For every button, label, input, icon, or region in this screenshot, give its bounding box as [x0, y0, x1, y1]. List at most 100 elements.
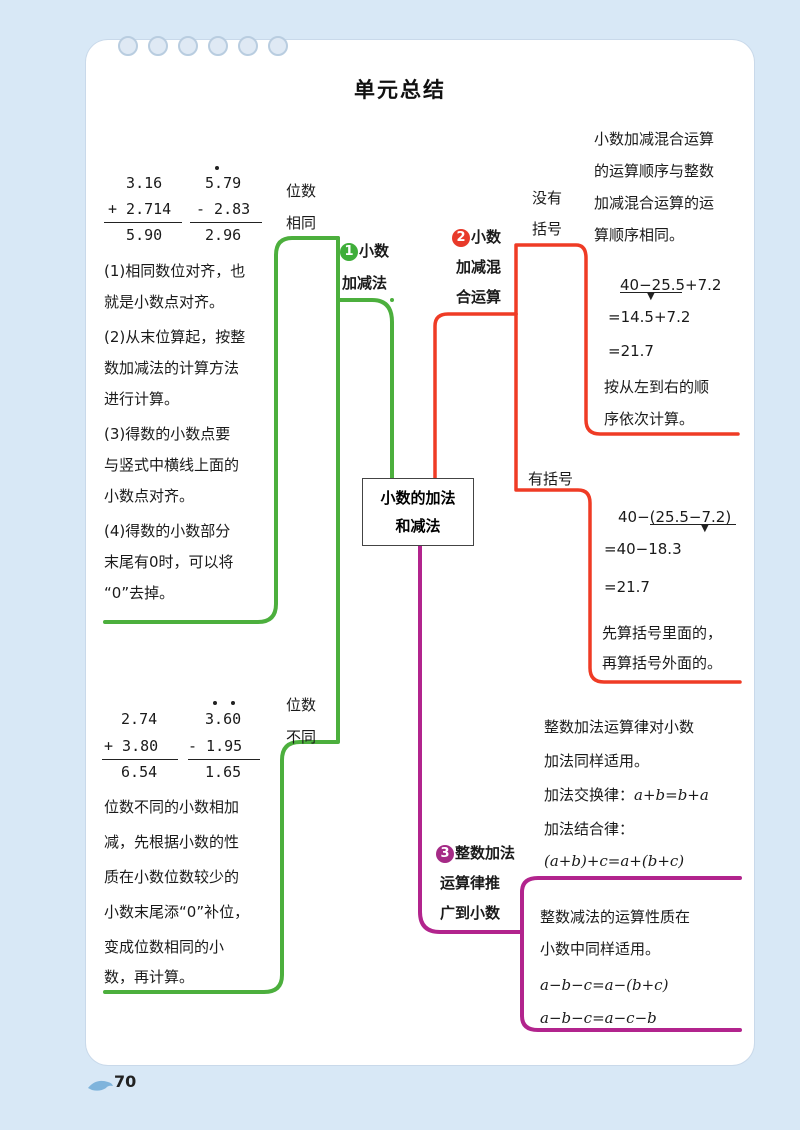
note-line: 进行计算。 — [104, 390, 180, 408]
property-formula: a−b−c=a−c−b — [540, 1009, 657, 1027]
step-line: =14.5+7.2 — [608, 308, 691, 326]
down-arrow-icon: ▼ — [647, 291, 655, 302]
paren-label: 有括号 — [528, 470, 574, 488]
central-topic: 小数的加法 和减法 — [362, 478, 474, 546]
diff-digits-label-line1: 位数 — [286, 696, 317, 714]
binder-ring-icon — [178, 36, 198, 56]
step-line: 40−(25.5−7.2) — [618, 508, 732, 526]
note-line: 末尾有0时，可以将 — [104, 553, 234, 571]
note-line: 质在小数位数较少的 — [104, 868, 240, 886]
branch2-label-line3: 合运算 — [456, 288, 502, 306]
calc-row: 6.54 — [112, 763, 158, 781]
dolphin-icon — [88, 1080, 113, 1091]
borrow-dot — [231, 701, 235, 705]
note-line: (4)得数的小数部分 — [104, 522, 231, 540]
branch3-label-line1: 整数加法 — [455, 844, 516, 862]
note-line: 就是小数点对齐。 — [104, 293, 225, 311]
down-arrow-icon: ▼ — [701, 523, 709, 534]
step-line: =21.7 — [608, 342, 654, 360]
page-title: 单元总结 — [354, 78, 446, 102]
note-line: 位数不同的小数相加 — [104, 798, 240, 816]
calc-row: 3.16 — [108, 174, 163, 192]
calc-row: - 2.83 — [196, 200, 251, 218]
same-digits-label-line2: 相同 — [286, 214, 317, 232]
calc-row: 2.96 — [196, 226, 242, 244]
note-line: (2)从末位算起，按整 — [104, 328, 246, 346]
note-line: (3)得数的小数点要 — [104, 425, 231, 443]
desc-line: 加减混合运算的运 — [594, 194, 715, 212]
central-topic-line2: 和减法 — [395, 517, 441, 535]
underline — [620, 292, 682, 293]
branch2-label-line2: 加减混 — [456, 258, 502, 276]
page-number: 70 — [114, 1072, 137, 1091]
tail-line: 先算括号里面的， — [602, 624, 723, 642]
law-name: 加法交换律： — [544, 786, 635, 804]
binder-ring-icon — [268, 36, 288, 56]
binder-ring-icon — [148, 36, 168, 56]
same-digits-label-line1: 位数 — [286, 182, 317, 200]
number-badge-1: 1 — [340, 243, 358, 261]
diff-digits-label-line2: 不同 — [286, 728, 317, 746]
note-line: 小数点对齐。 — [104, 487, 195, 505]
calc-row: 3.60 — [196, 710, 242, 728]
no-paren-label-line2: 括号 — [532, 220, 563, 238]
no-paren-label-line1: 没有 — [532, 189, 563, 207]
tail-line: 再算括号外面的。 — [602, 654, 723, 672]
step-line: 40−25.5+7.2 — [620, 276, 722, 294]
note-line: 变成位数相同的小 — [104, 938, 225, 956]
binder-ring-icon — [118, 36, 138, 56]
note-line: 与竖式中横线上面的 — [104, 456, 240, 474]
calc-row: - 1.95 — [188, 737, 243, 755]
calc-row: 5.90 — [108, 226, 163, 244]
branch1-label-line1: 小数 — [359, 242, 390, 260]
tail-line: 序依次计算。 — [604, 410, 695, 428]
branch3-label-line2: 运算律推 — [440, 874, 501, 892]
property-line: 整数减法的运算性质在 — [540, 908, 691, 926]
desc-line: 小数加减混合运算 — [594, 130, 715, 148]
note-line: 数，再计算。 — [104, 968, 195, 986]
law-line: 加法同样适用。 — [544, 752, 650, 770]
branch2-label-line1: 小数 — [471, 228, 502, 246]
number-badge-3: 3 — [436, 845, 454, 863]
note-line: 小数末尾添“0”补位， — [104, 903, 250, 921]
calc-line — [188, 759, 260, 760]
calc-row: 1.65 — [196, 763, 242, 781]
underline — [650, 524, 736, 525]
red-branch-lines — [433, 243, 742, 684]
desc-line: 的运算顺序与整数 — [594, 162, 715, 180]
desc-line: 算顺序相同。 — [594, 226, 685, 244]
property-line: 小数中同样适用。 — [540, 940, 661, 958]
purple-branch-lines — [418, 544, 742, 1032]
commutative-law: 加法交换律：a+b=b+a — [544, 780, 709, 811]
binder-ring-icon — [238, 36, 258, 56]
step-line: =21.7 — [604, 578, 650, 596]
calc-line — [104, 222, 182, 223]
number-badge-2: 2 — [452, 229, 470, 247]
associative-law-formula: (a+b)+c=a+(b+c) — [544, 852, 685, 870]
note-line: (1)相同数位对齐，也 — [104, 262, 246, 280]
green-branch-lines — [103, 236, 394, 994]
calc-line — [102, 759, 178, 760]
note-line: 数加减法的计算方法 — [104, 359, 240, 377]
note-line: 减，先根据小数的性 — [104, 833, 240, 851]
central-topic-line1: 小数的加法 — [380, 489, 456, 507]
borrow-dot — [213, 701, 217, 705]
binder-ring-icon — [208, 36, 228, 56]
property-formula: a−b−c=a−(b+c) — [540, 976, 669, 994]
associative-law-label: 加法结合律： — [544, 820, 635, 838]
step-line: =40−18.3 — [604, 540, 682, 558]
calc-row: + 2.714 — [108, 200, 172, 218]
calc-row: + 3.80 — [104, 737, 159, 755]
law-formula: a+b=b+a — [634, 786, 709, 804]
branch3-label-line3: 广到小数 — [440, 904, 501, 922]
tail-line: 按从左到右的顺 — [604, 378, 710, 396]
branch1-label-line2: 加减法 — [342, 274, 388, 292]
note-line: “0”去掉。 — [104, 584, 175, 602]
calc-row: 2.74 — [112, 710, 158, 728]
law-line: 整数加法运算律对小数 — [544, 718, 695, 736]
calc-row: 5.79 — [196, 174, 242, 192]
calc-line — [190, 222, 262, 223]
